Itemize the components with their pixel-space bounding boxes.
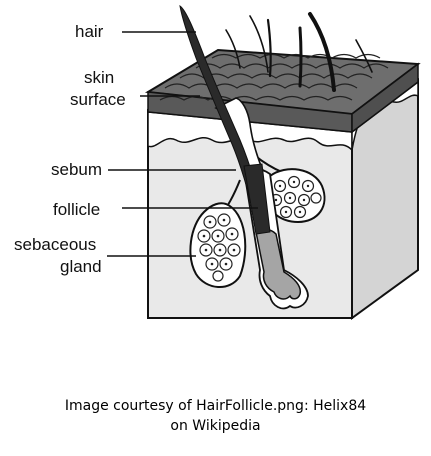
label-hair: hair <box>75 22 104 41</box>
leader-lines <box>107 31 258 257</box>
labels: hair skin surface sebum follicle sebaceo… <box>14 22 126 276</box>
follicle-bulb <box>255 228 302 300</box>
label-gland-line1: sebaceous <box>14 235 96 254</box>
label-skin-line1: skin <box>84 68 114 87</box>
hair-root <box>243 163 271 235</box>
hair-shaft <box>179 4 271 235</box>
image-credit-line1: Image courtesy of HairFollicle.png: Heli… <box>64 398 367 414</box>
label-gland-line2: gland <box>60 257 102 276</box>
surface-hairs <box>225 12 373 92</box>
label-follicle: follicle <box>53 200 100 219</box>
label-skin-line2: surface <box>70 90 126 109</box>
sebaceous-gland-left <box>189 179 247 288</box>
skin-surface-side-edge <box>351 62 419 134</box>
sebaceous-gland-right <box>247 149 326 224</box>
image-credit-line2: on Wikipedia <box>170 418 261 434</box>
label-sebum: sebum <box>51 160 102 179</box>
